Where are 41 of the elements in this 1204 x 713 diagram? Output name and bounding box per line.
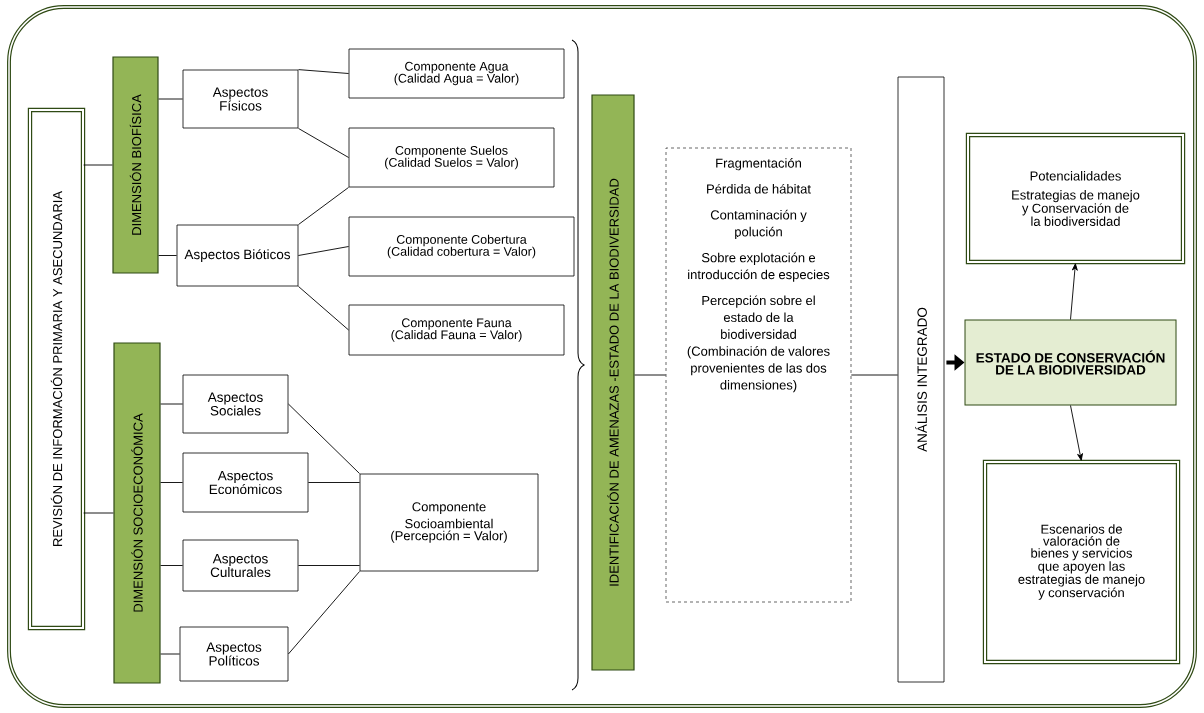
outcome-box: REVISIÓN DE INFORMACIÓN PRIMARIA Y ASECUNDARIA xyxy=(27,107,86,631)
process-box: Aspectos Políticos xyxy=(179,626,289,682)
process-box: Aspectos Económicos xyxy=(182,452,309,513)
connector-line xyxy=(160,482,184,483)
connector-line xyxy=(83,164,113,166)
connector-line xyxy=(287,403,361,475)
connector-line xyxy=(297,69,350,74)
connector-line xyxy=(287,570,361,655)
outcome-box: Escenarios de valoración de bienes y servicios que apoyen las estrategias de manejo y conservación xyxy=(982,459,1181,665)
process-box: Componente Cobertura (Calidad cobertura = Valor) xyxy=(348,216,575,277)
connector-line xyxy=(158,255,178,256)
connector-line xyxy=(307,482,361,483)
threat-list-box: Fragmentación Pérdida de hábitat Contaminación y polución Sobre explotación e introducción de especies Percepción sobre el estado de la biodiversidad (Combinación de valores provenientes de las dos dimensiones) xyxy=(665,147,852,603)
connector-line xyxy=(158,98,184,100)
category-bar: IDENTIFICACIÓN DE AMENAZAS -ESTADO DE LA BIODIVERSIDAD xyxy=(591,94,635,671)
connector-line xyxy=(297,285,350,331)
process-box: Componente Fauna (Calidad Fauna = Valor) xyxy=(348,304,565,356)
result-box: ESTADO DE CONSERVACIÓN DE LA BIODIVERSIDAD xyxy=(964,319,1177,406)
connector-line xyxy=(1070,405,1083,461)
connector-line xyxy=(297,565,361,566)
process-box: Aspectos Físicos xyxy=(182,69,299,129)
process-box: Aspectos Sociales xyxy=(182,374,289,434)
connector-line xyxy=(160,403,184,405)
connector-line xyxy=(297,246,350,256)
connector-line xyxy=(83,512,114,514)
connector-line xyxy=(297,127,350,158)
process-box: Componente Agua (Calidad Agua = Valor) xyxy=(348,48,565,99)
connector-line xyxy=(634,374,667,376)
connector-line xyxy=(297,186,350,226)
process-box: ANÁLISIS INTEGRADO xyxy=(897,76,945,683)
process-box: Componente Suelos (Calidad Suelos = Valor) xyxy=(348,127,555,188)
process-box: Componente Socioambiental (Percepción = Valor) xyxy=(359,473,539,572)
connector-line xyxy=(160,565,184,566)
connector-line xyxy=(1070,263,1078,320)
category-bar: DIMENSIÓN SOCIOECONÓMICA xyxy=(113,342,161,684)
outcome-box: Potencialidades Estrategias de manejo y Conservación de la biodiversidad xyxy=(965,132,1186,265)
process-box: Aspectos Culturales xyxy=(182,539,299,592)
connector-line xyxy=(160,653,181,655)
process-box: Aspectos Bióticos xyxy=(176,224,299,287)
connector-line xyxy=(850,374,899,376)
category-bar: DIMENSIÓN BIOFÍSICA xyxy=(112,56,159,274)
